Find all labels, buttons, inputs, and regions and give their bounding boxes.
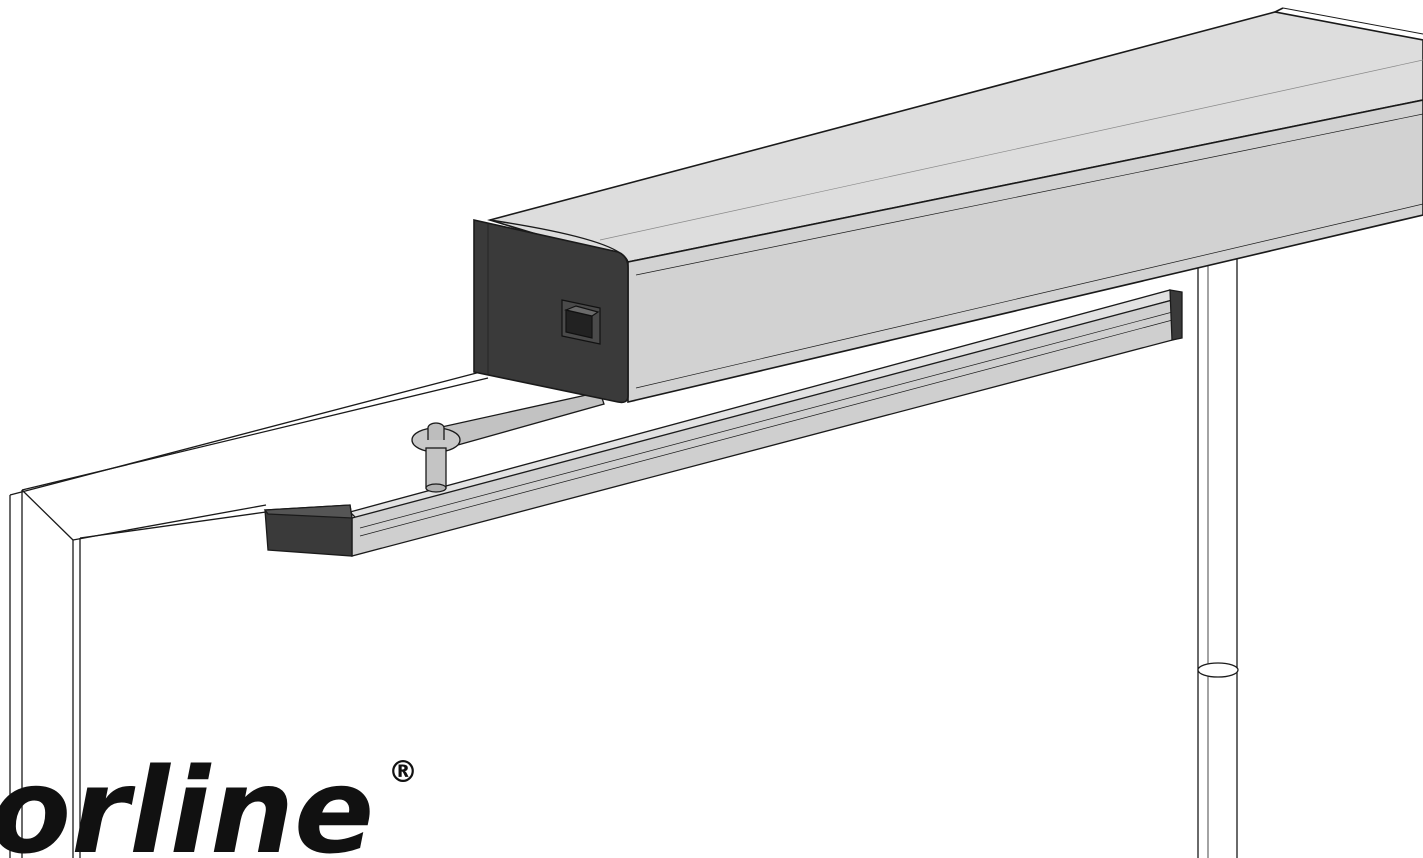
frame-inner-top-edge-2	[79, 511, 267, 539]
rail-end-cap-right	[1169, 289, 1183, 341]
door-frame	[9, 369, 489, 858]
registered-mark: ®	[388, 755, 418, 790]
frame-miter	[21, 489, 74, 541]
operator-housing	[473, 7, 1423, 404]
operator-arm	[411, 391, 605, 493]
arm-slider-shaft	[425, 447, 447, 489]
post-joint-ring	[1197, 662, 1239, 678]
guide-rail	[263, 289, 1183, 557]
vertical-post	[1197, 248, 1239, 858]
frame-top-inner-edge	[21, 377, 489, 491]
brand-logo-text: orline	[0, 742, 374, 858]
housing-end-cap	[473, 219, 629, 404]
rocker-switch-icon	[561, 299, 601, 345]
brand-logo: orline ®	[0, 742, 418, 858]
